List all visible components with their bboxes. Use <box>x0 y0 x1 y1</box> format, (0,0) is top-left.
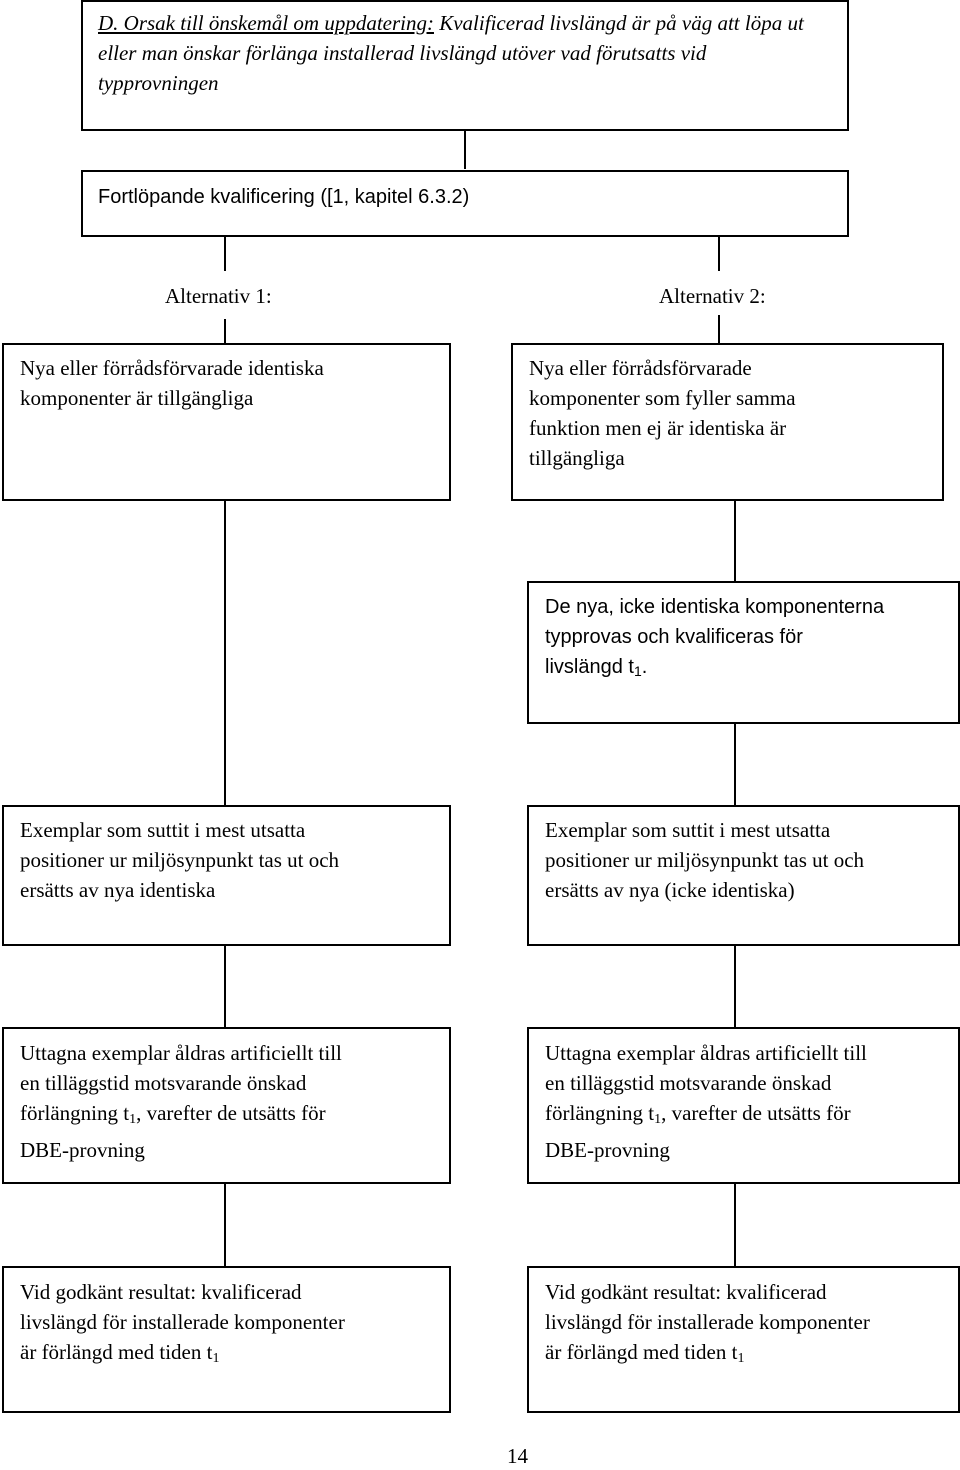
aged-left-box <box>2 1027 451 1184</box>
alternative-2-text: Nya eller förrådsförvarade komponenter s… <box>529 356 796 470</box>
aged-left-b: , varefter de utsätts för DBE-provning <box>20 1101 326 1162</box>
connector-line <box>718 237 720 271</box>
result-left-subscript: 1 <box>212 1351 220 1366</box>
connector-line <box>224 946 226 1027</box>
reason-box <box>81 0 849 131</box>
result-left-text: Vid godkänt resultat: kvalificerad livsl… <box>20 1277 345 1374</box>
aged-right-text: Uttagna exemplar åldras artificiellt til… <box>545 1038 867 1165</box>
aged-right-subscript: 1 <box>654 1112 662 1127</box>
type-test-box <box>527 581 960 724</box>
type-test-main: De nya, icke identiska komponenterna typ… <box>545 596 885 678</box>
continuous-qualification-text: Fortlöpande kvalificering ([1, kapitel 6… <box>98 186 470 208</box>
exemplar-right-box <box>527 805 960 946</box>
result-right-main: Vid godkänt resultat: kvalificerad livsl… <box>545 1280 870 1364</box>
page-number: 14 <box>507 1444 528 1468</box>
aged-right-box <box>527 1027 960 1184</box>
exemplar-left-text: Exemplar som suttit i mest utsatta posit… <box>20 818 340 902</box>
reason-body: Kvalificerad livslängd är på väg att löp… <box>98 11 804 95</box>
connector-line <box>224 237 226 271</box>
exemplar-left-box <box>2 805 451 946</box>
connector-line <box>734 724 736 805</box>
exemplar-right-text: Exemplar som suttit i mest utsatta posit… <box>545 818 865 902</box>
alternative-2-label: Alternativ 2: <box>659 284 766 308</box>
connector-line <box>734 1184 736 1266</box>
aged-right-b: , varefter de utsätts för DBE-provning <box>545 1101 851 1162</box>
result-left-box <box>2 1266 451 1413</box>
connector-line <box>224 501 226 805</box>
result-right-subscript: 1 <box>737 1351 745 1366</box>
aged-right-a: Uttagna exemplar åldras artificiellt til… <box>545 1041 867 1125</box>
connector-line <box>734 946 736 1027</box>
type-test-text: De nya, icke identiska komponenterna typ… <box>545 592 884 686</box>
result-left-main: Vid godkänt resultat: kvalificerad livsl… <box>20 1280 345 1364</box>
aged-left-subscript: 1 <box>129 1112 137 1127</box>
alternative-2-box <box>511 343 944 501</box>
alternative-1-label: Alternativ 1: <box>165 284 272 308</box>
result-right-text: Vid godkänt resultat: kvalificerad livsl… <box>545 1277 870 1374</box>
connector-line <box>464 131 466 169</box>
type-test-end: . <box>641 656 648 678</box>
continuous-qualification-box <box>81 170 849 237</box>
connector-line <box>224 319 226 344</box>
alternative-1-box <box>2 343 451 501</box>
reason-prefix: D. Orsak till önskemål om uppdatering: <box>98 11 434 35</box>
aged-left-a: Uttagna exemplar åldras artificiellt til… <box>20 1041 342 1125</box>
connector-line <box>734 501 736 581</box>
connector-line <box>718 315 720 344</box>
type-test-subscript: 1 <box>633 663 642 679</box>
alternative-1-text: Nya eller förrådsförvarade identiska kom… <box>20 356 324 410</box>
result-right-box <box>527 1266 960 1413</box>
connector-line <box>224 1184 226 1266</box>
aged-left-text: Uttagna exemplar åldras artificiellt til… <box>20 1038 342 1165</box>
reason-text: D. Orsak till önskemål om uppdatering: K… <box>98 8 818 98</box>
